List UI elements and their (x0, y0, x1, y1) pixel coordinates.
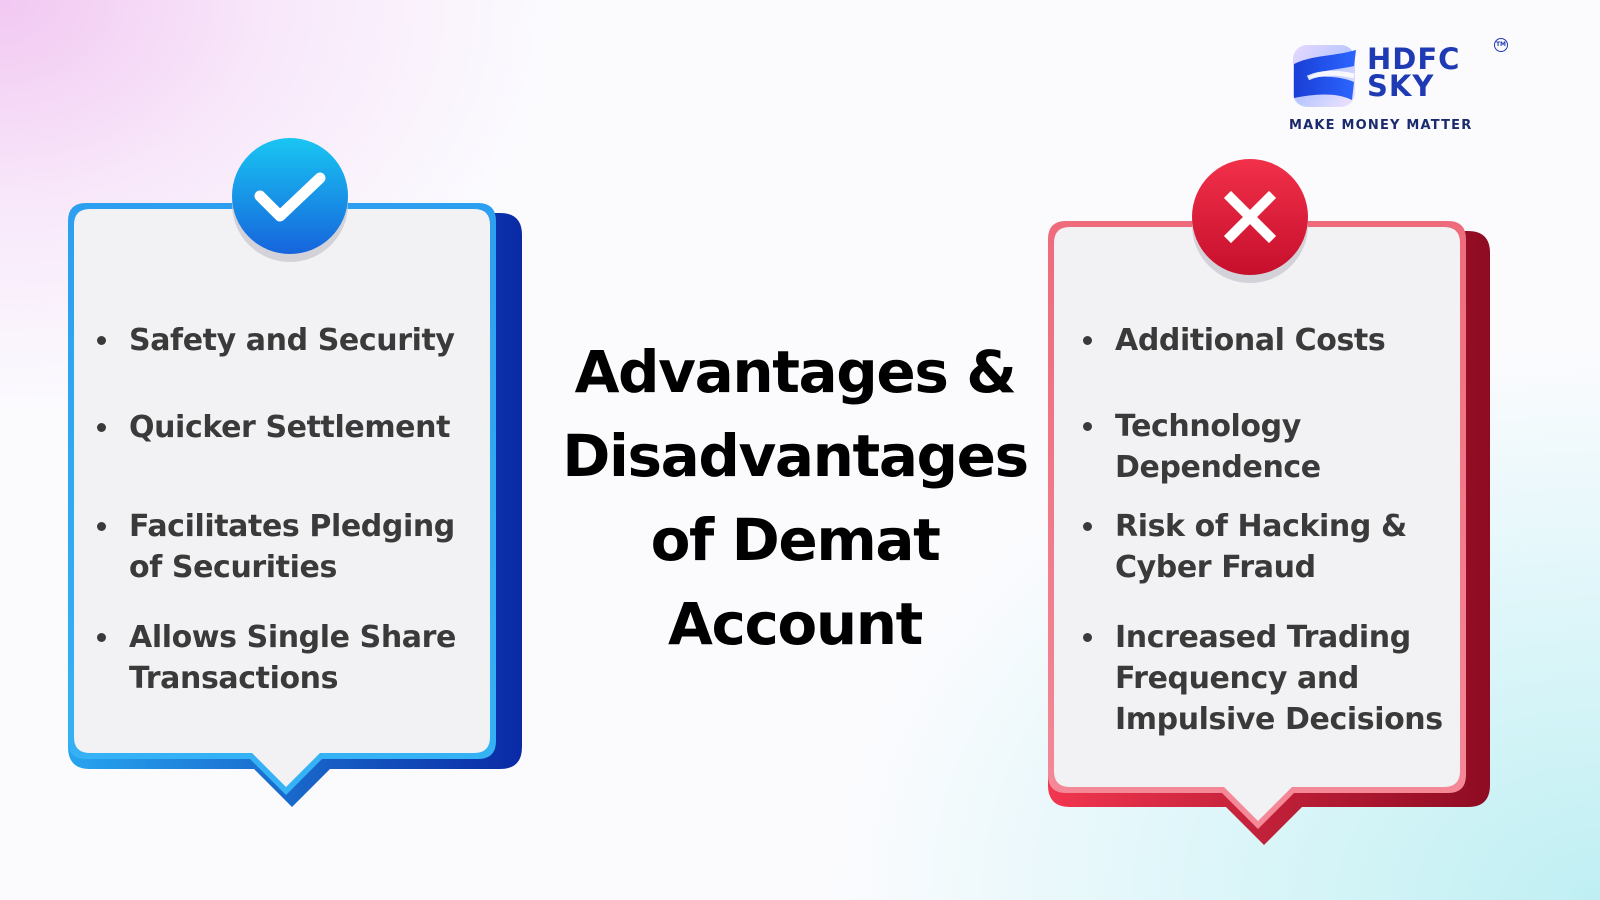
brand-name: HDFC SKY (1367, 42, 1461, 103)
list-item-label: Technology (1115, 409, 1301, 444)
brand-tagline: MAKE MONEY MATTER (1289, 118, 1473, 133)
brand-name-line1: HDFC (1367, 42, 1461, 76)
advantages-list: Safety and Security Quicker Settlement F… (97, 320, 456, 699)
list-item-label: Additional Costs (1115, 323, 1386, 358)
list-item-label: Impulsive Decisions (1115, 702, 1443, 737)
list-item-label: of Securities (129, 550, 337, 585)
brand-name-line2: SKY (1367, 69, 1435, 103)
page-title-line: Advantages & (574, 338, 1017, 406)
advantages-card: Safety and Security Quicker Settlement F… (60, 135, 530, 825)
page-title: Advantages & Disadvantages of Demat Acco… (545, 330, 1045, 666)
page-title-line: Disadvantages (562, 422, 1029, 490)
list-item-label: Allows Single Share (129, 620, 456, 655)
page-title-line: Account (667, 590, 923, 658)
cross-icon (1223, 190, 1277, 244)
list-item-label: Risk of Hacking & (1115, 509, 1407, 544)
list-item-label: Transactions (129, 661, 339, 696)
hdfc-sky-logo-mark-icon (1293, 45, 1356, 107)
hdfc-sky-logo: HDFC SKY TM MAKE MONEY MATTER (1285, 38, 1508, 138)
list-item-label: Quicker Settlement (129, 410, 451, 445)
disadvantages-badge (1190, 157, 1310, 283)
list-item: Quicker Settlement (97, 407, 456, 448)
list-item: Additional Costs (1083, 320, 1443, 361)
list-item-label: Safety and Security (129, 323, 455, 358)
list-item: Safety and Security (97, 320, 456, 361)
list-item-label: Frequency and (1115, 661, 1359, 696)
list-item: Facilitates Pledging of Securities (97, 506, 456, 588)
list-item: Risk of Hacking & Cyber Fraud (1083, 506, 1443, 588)
list-item-label: Increased Trading (1115, 620, 1411, 655)
list-item-label: Dependence (1115, 450, 1321, 485)
list-item-label: Cyber Fraud (1115, 550, 1316, 585)
advantages-card-frame (68, 203, 522, 807)
trademark-badge: TM (1494, 38, 1508, 52)
disadvantages-card-frame (1048, 221, 1490, 845)
page-title-line: of Demat (650, 506, 941, 574)
advantages-badge (230, 138, 350, 262)
list-item-label: Facilitates Pledging (129, 509, 455, 544)
checkmark-icon (254, 172, 326, 222)
